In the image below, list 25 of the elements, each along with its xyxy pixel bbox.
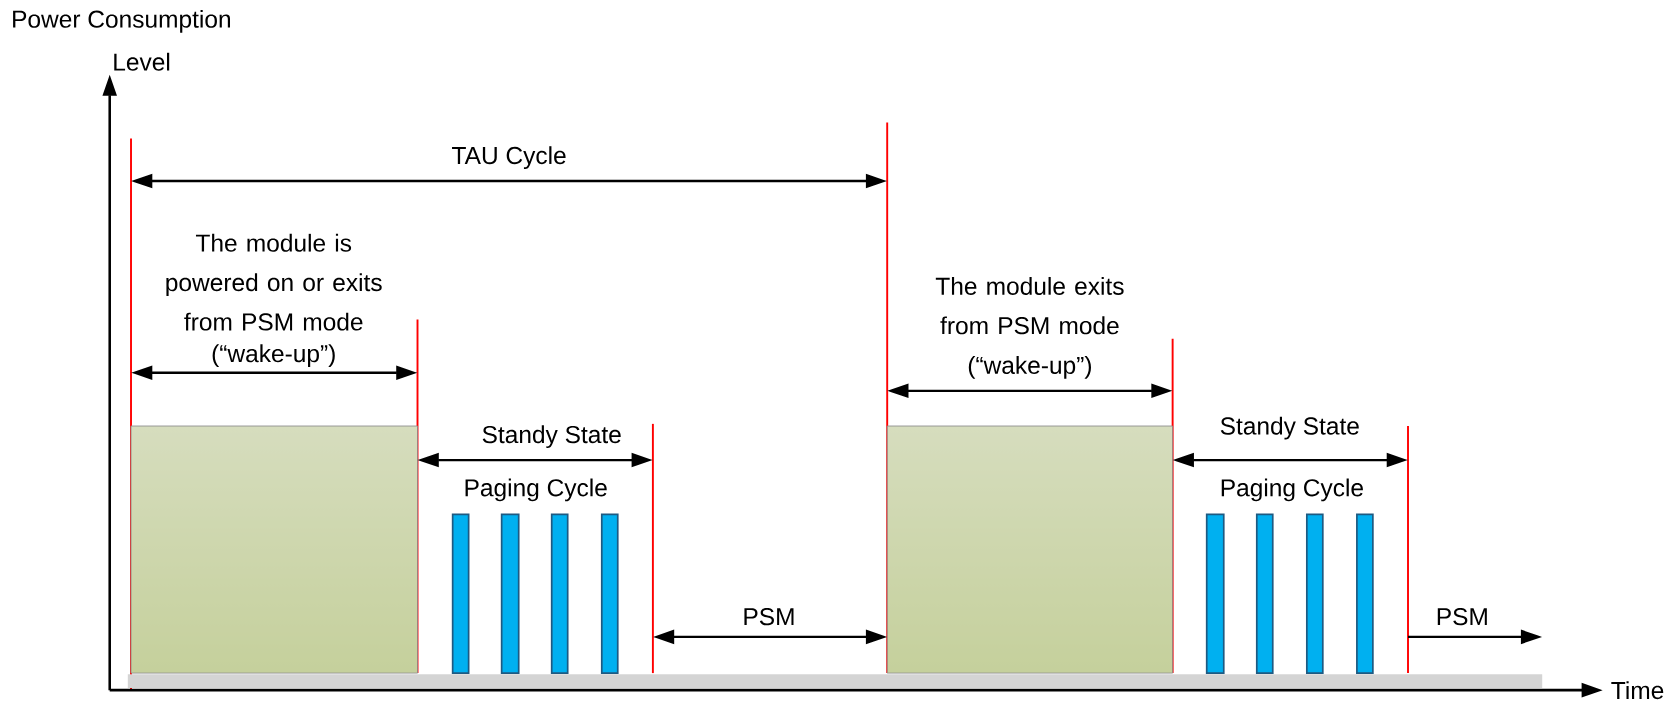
paging-pulse-bar bbox=[1205, 513, 1225, 674]
annotation-text: (“wake-up”) bbox=[212, 344, 335, 368]
annotation-text: The module exits from PSM mode bbox=[935, 276, 1124, 335]
annotation-text: (“wake-up”) bbox=[968, 356, 1091, 379]
dimension-label: Standy State bbox=[482, 425, 621, 449]
paging-pulse-bar bbox=[1356, 513, 1374, 674]
paging-pulse-bar bbox=[1306, 513, 1324, 674]
dimension-label: Paging Cycle bbox=[465, 478, 607, 502]
dimension-label: PSM bbox=[1437, 607, 1487, 626]
paging-pulse-bar bbox=[600, 513, 619, 674]
baseline-bar bbox=[127, 674, 1543, 688]
paging-pulse-bar bbox=[1255, 513, 1274, 674]
paging-pulse-bar bbox=[451, 513, 470, 674]
active-block bbox=[130, 425, 418, 674]
active-block bbox=[886, 425, 1174, 674]
dimension-label: Standy State bbox=[1220, 416, 1359, 440]
paging-pulse-bar bbox=[500, 513, 520, 674]
paging-pulse-bar bbox=[550, 513, 569, 674]
annotation-text: The module is powered on or exits from PSM mode bbox=[166, 233, 382, 331]
dimension-label: Paging Cycle bbox=[1221, 478, 1363, 502]
dimension-label: PSM bbox=[744, 607, 794, 626]
axis-label: Time bbox=[1611, 681, 1664, 700]
dimension-label: TAU Cycle bbox=[452, 146, 566, 169]
axis-label: Level bbox=[114, 52, 170, 71]
axis-label: Power Consumption bbox=[13, 9, 230, 33]
